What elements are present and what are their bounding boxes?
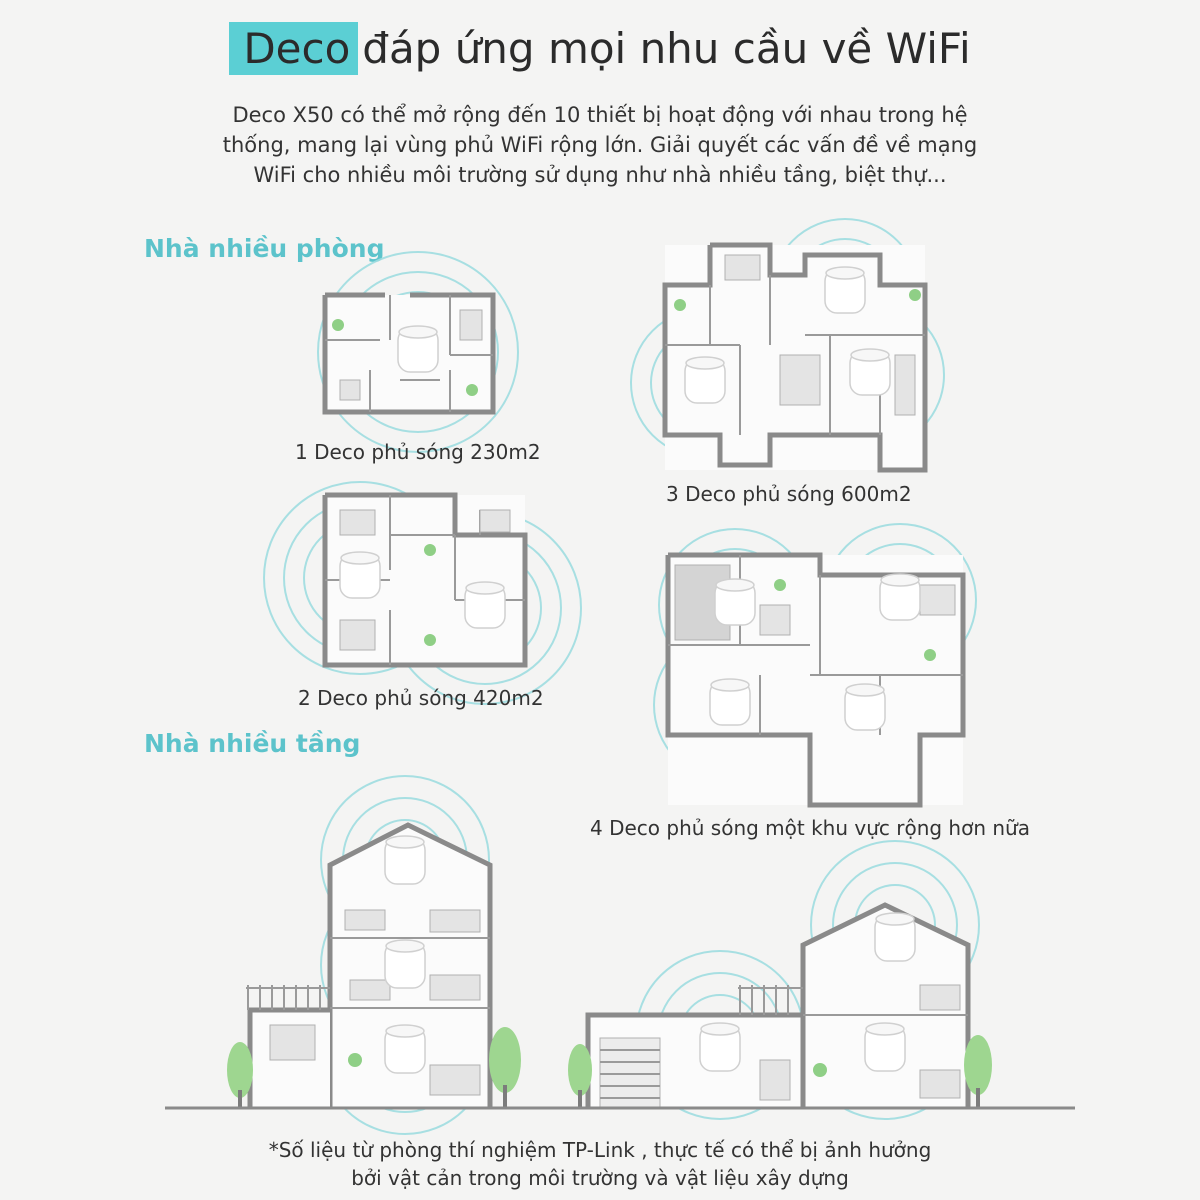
- tree-icon: [964, 1035, 992, 1108]
- deco-router-icon: [714, 578, 756, 626]
- tree-icon: [227, 1042, 253, 1108]
- deco-router-icon: [699, 1022, 741, 1072]
- caption-one-deco: 1 Deco phủ sóng 230m2: [295, 440, 541, 464]
- brand-highlight: Deco: [229, 22, 359, 75]
- section-heading-multi-floor: Nhà nhiều tầng: [144, 729, 361, 758]
- floorplan-four-deco: [653, 523, 977, 808]
- deco-router-icon: [864, 1022, 906, 1072]
- deco-router-icon: [684, 356, 726, 404]
- deco-router-icon: [879, 573, 921, 621]
- footnote-line-1: *Số liệu từ phòng thí nghiệm TP-Link , t…: [268, 1138, 932, 1162]
- floorplan-three-deco: [630, 218, 945, 473]
- deco-router-icon: [709, 678, 751, 726]
- deco-router-icon: [874, 912, 916, 962]
- intro-line-2: thống, mang lại vùng phủ WiFi rộng lớn. …: [222, 133, 978, 157]
- deco-router-icon: [844, 683, 886, 731]
- floorplan-one-deco: [317, 251, 519, 453]
- deco-router-icon: [339, 551, 381, 599]
- intro-line-3: WiFi cho nhiều môi trường sử dụng như nh…: [253, 163, 947, 187]
- caption-two-deco: 2 Deco phủ sóng 420m2: [298, 686, 544, 710]
- intro-line-1: Deco X50 có thể mở rộng đến 10 thiết bị …: [232, 103, 968, 127]
- multi-floor-illustration: [165, 775, 1075, 1135]
- deco-router-icon: [384, 939, 426, 989]
- floorplan-two-deco: [263, 481, 582, 705]
- deco-router-icon: [849, 348, 891, 396]
- tree-icon: [489, 1027, 521, 1108]
- intro-paragraph: Deco X50 có thể mở rộng đến 10 thiết bị …: [160, 100, 1040, 190]
- caption-three-deco: 3 Deco phủ sóng 600m2: [666, 482, 912, 506]
- deco-router-icon: [384, 1024, 426, 1074]
- tree-icon: [568, 1044, 592, 1108]
- section-heading-multi-room: Nhà nhiều phòng: [144, 234, 385, 263]
- caption-four-deco: 4 Deco phủ sóng một khu vực rộng hơn nữa: [590, 816, 1030, 840]
- deco-router-icon: [397, 325, 439, 373]
- deco-router-icon: [824, 266, 866, 314]
- footnote: *Số liệu từ phòng thí nghiệm TP-Link , t…: [150, 1136, 1050, 1192]
- title-text: đáp ứng mọi nhu cầu về WiFi: [362, 24, 971, 73]
- deco-router-icon: [384, 835, 426, 885]
- footnote-line-2: bởi vật cản trong môi trường và vật liệu…: [351, 1166, 849, 1190]
- deco-router-icon: [464, 581, 506, 629]
